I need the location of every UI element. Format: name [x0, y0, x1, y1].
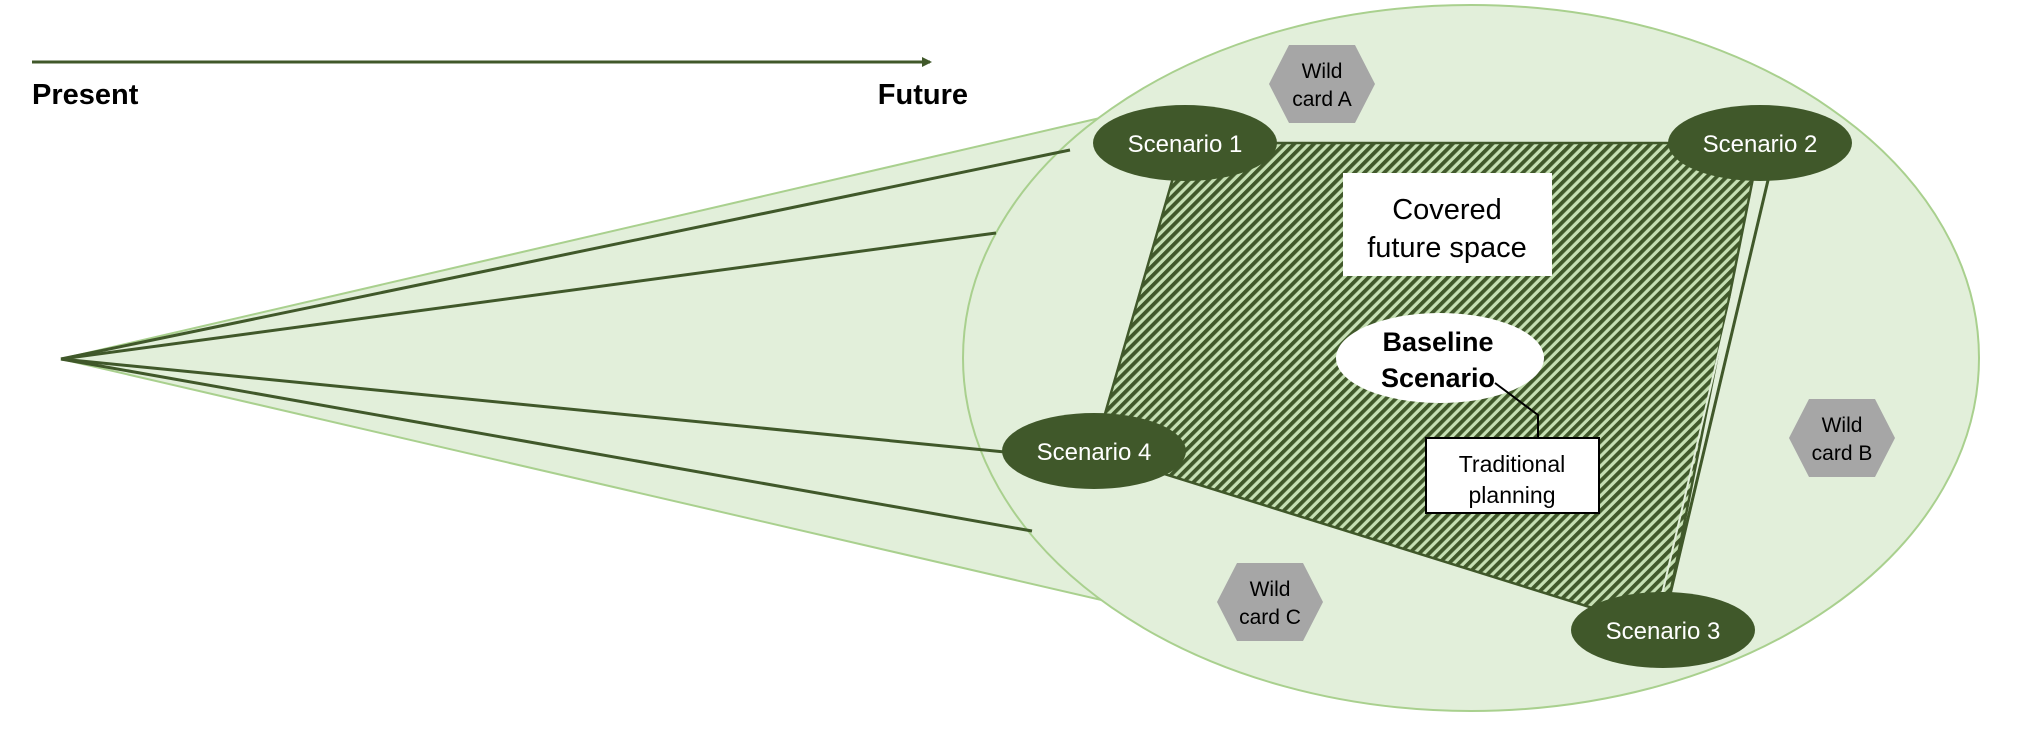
baseline-line1: Baseline	[1382, 327, 1493, 357]
trajectory-line	[60, 148, 1071, 361]
future-cone	[60, 116, 1112, 604]
scenario-3-ellipse	[1571, 592, 1755, 668]
covered-space-edge	[1666, 175, 1771, 604]
wild-card-c-hexagon	[1217, 563, 1323, 641]
wild-card-c: Wild card C	[1217, 563, 1323, 641]
covered-space-label-box	[1343, 173, 1552, 276]
wild-card-a: Wild card A	[1269, 45, 1375, 123]
scenario-2-label: Scenario 2	[1703, 131, 1818, 158]
future-label: Future	[878, 79, 968, 111]
traditional-line1: Traditional	[1459, 451, 1566, 477]
baseline-line2: Scenario	[1381, 363, 1495, 393]
covered-space-edge-highlight	[1659, 175, 1761, 604]
present-label: Present	[32, 79, 139, 111]
scenario-3: Scenario 3	[1571, 592, 1755, 668]
baseline-scenario-ellipse	[1336, 313, 1544, 403]
traditional-line2: planning	[1469, 482, 1556, 508]
wild-card-c-line1: Wild	[1250, 578, 1291, 601]
trajectory-line	[60, 357, 1006, 454]
scenario-4-label: Scenario 4	[1037, 439, 1152, 466]
wild-card-a-line2: card A	[1292, 88, 1352, 111]
scenario-1: Scenario 1	[1093, 105, 1277, 181]
scenario-3-label: Scenario 3	[1606, 618, 1721, 645]
wild-card-c-line2: card C	[1239, 606, 1301, 629]
scenario-1-label: Scenario 1	[1128, 131, 1243, 158]
covered-space-line2: future space	[1367, 232, 1527, 264]
scenario-1-ellipse	[1093, 105, 1277, 181]
wild-card-b-line1: Wild	[1822, 414, 1863, 437]
scenario-4: Scenario 4	[1002, 413, 1186, 489]
trajectory-line	[60, 357, 1033, 533]
trajectory-lines	[60, 148, 1071, 533]
scenario-4-ellipse	[1002, 413, 1186, 489]
scenario-2-ellipse	[1668, 105, 1852, 181]
wild-card-b-line2: card B	[1812, 442, 1873, 465]
covered-space-line1: Covered	[1392, 194, 1502, 226]
traditional-planning-box	[1425, 437, 1600, 514]
callout-connector	[1494, 382, 1539, 438]
wild-card-b: Wild card B	[1789, 399, 1895, 477]
scenario-2: Scenario 2	[1668, 105, 1852, 181]
wild-card-b-hexagon	[1789, 399, 1895, 477]
trajectory-line	[60, 231, 997, 361]
wild-card-a-line1: Wild	[1302, 60, 1343, 83]
wild-card-a-hexagon	[1269, 45, 1375, 123]
